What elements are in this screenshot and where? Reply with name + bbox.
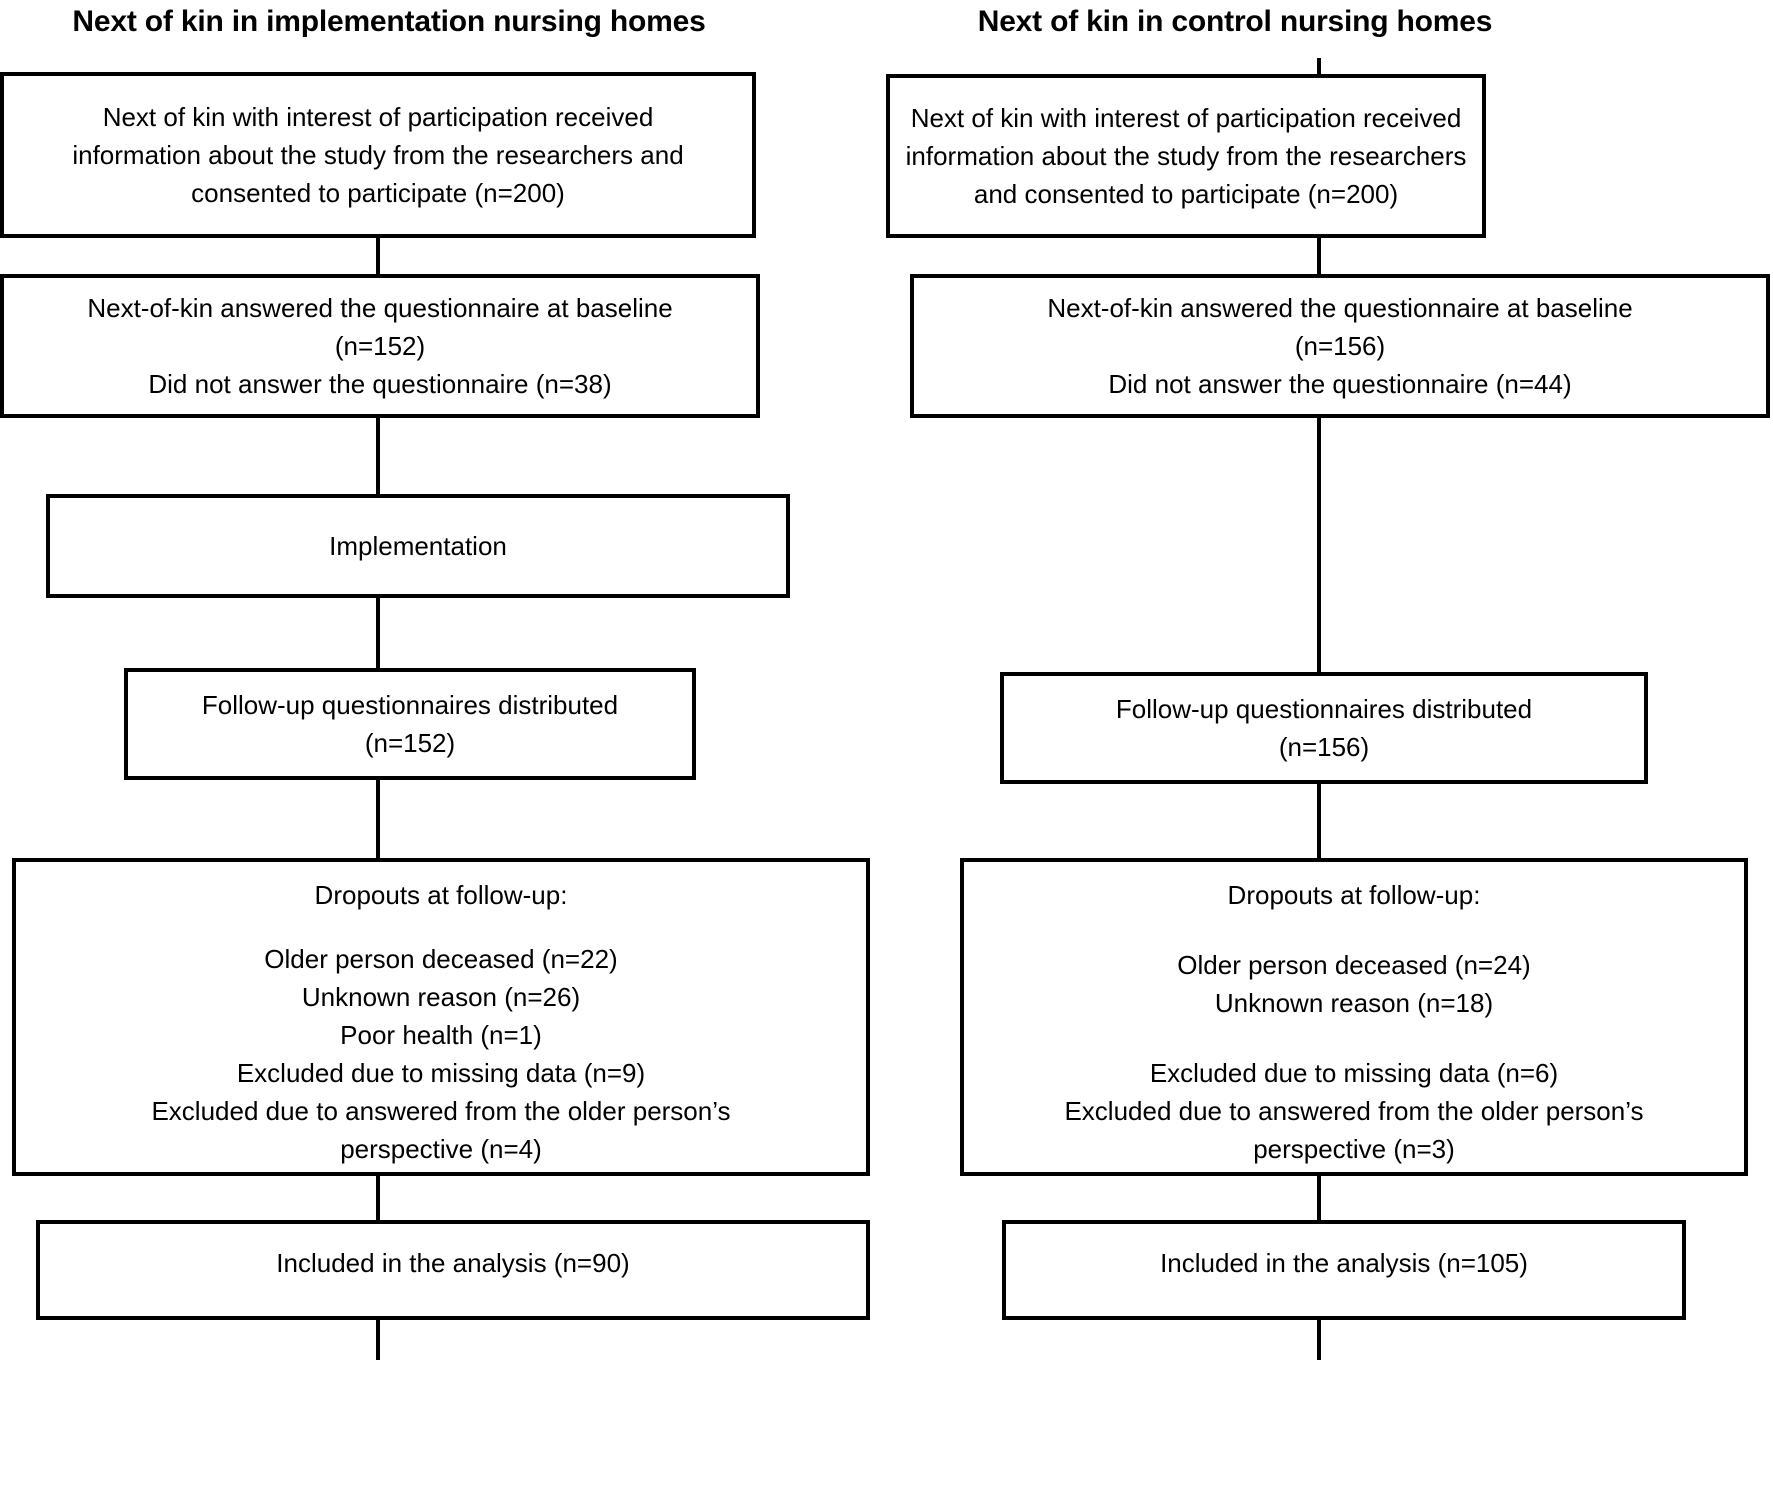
node-line: Excluded due to missing data (n=6) xyxy=(1149,1058,1559,1088)
node-line: Included in the analysis (n=90) xyxy=(276,1248,630,1278)
node-right-enrollment: Next of kin with interest of participati… xyxy=(886,74,1486,238)
node-line: Unknown reason (n=26) xyxy=(301,982,581,1012)
connector-right-4-5 xyxy=(1317,1176,1321,1220)
node-line: consented to participate (n=200) xyxy=(191,178,565,208)
node-line: Follow-up questionnaires distributed xyxy=(1115,694,1533,724)
connector-right-5-end xyxy=(1317,1320,1321,1360)
node-line: Excluded due to answered from the older … xyxy=(151,1096,731,1126)
node-line: Next-of-kin answered the questionnaire a… xyxy=(87,293,673,323)
node-left-enrollment: Next of kin with interest of participati… xyxy=(0,72,756,238)
connector-right-top xyxy=(1317,58,1321,78)
node-left-included: Included in the analysis (n=90) xyxy=(36,1220,870,1320)
node-line: Dropouts at follow-up: xyxy=(314,880,568,910)
node-line: (n=152) xyxy=(364,728,456,758)
column-title-implementation: Next of kin in implementation nursing ho… xyxy=(72,5,706,38)
connector-left-1-2 xyxy=(376,238,380,274)
node-right-baseline: Next-of-kin answered the questionnaire a… xyxy=(910,274,1770,418)
node-line: Excluded due to missing data (n=9) xyxy=(236,1058,646,1088)
node-line: (n=156) xyxy=(1294,331,1386,361)
node-line: Included in the analysis (n=105) xyxy=(1160,1248,1528,1278)
connector-right-2-3 xyxy=(1317,418,1321,672)
node-line: Next-of-kin answered the questionnaire a… xyxy=(1047,293,1633,323)
node-line: Implementation xyxy=(329,531,507,561)
node-line: (n=152) xyxy=(334,331,426,361)
connector-left-2-3 xyxy=(376,418,380,494)
node-line: Follow-up questionnaires distributed xyxy=(201,690,619,720)
connector-left-5-6 xyxy=(376,1176,380,1220)
node-line: Excluded due to answered from the older … xyxy=(1064,1096,1644,1126)
node-line: perspective (n=4) xyxy=(340,1134,542,1164)
node-line: Unknown reason (n=18) xyxy=(1214,988,1494,1018)
node-right-included: Included in the analysis (n=105) xyxy=(1002,1220,1686,1320)
node-line: Did not answer the questionnaire (n=44) xyxy=(1108,369,1572,399)
node-line: Dropouts at follow-up: xyxy=(1227,880,1481,910)
node-line: Next of kin with interest of participati… xyxy=(102,102,654,132)
node-left-followup-distributed: Follow-up questionnaires distributed (n=… xyxy=(124,668,696,780)
node-line: Older person deceased (n=22) xyxy=(264,944,618,974)
node-line: information about the study from the res… xyxy=(72,140,684,170)
node-line: and consented to participate (n=200) xyxy=(973,179,1399,209)
node-line: Next of kin with interest of participati… xyxy=(910,103,1462,133)
node-left-dropouts: Dropouts at follow-up: Older person dece… xyxy=(12,858,870,1176)
connector-left-6-end xyxy=(376,1320,380,1360)
connector-right-3-4 xyxy=(1317,784,1321,858)
node-line: (n=156) xyxy=(1278,732,1370,762)
node-right-followup-distributed: Follow-up questionnaires distributed (n=… xyxy=(1000,672,1648,784)
connector-right-1-2 xyxy=(1317,238,1321,274)
node-line: Poor health (n=1) xyxy=(340,1020,542,1050)
node-left-baseline: Next-of-kin answered the questionnaire a… xyxy=(0,274,760,418)
connector-left-3-4 xyxy=(376,598,380,668)
node-line: information about the study from the res… xyxy=(905,141,1467,171)
node-line: Older person deceased (n=24) xyxy=(1177,950,1531,980)
column-title-control: Next of kin in control nursing homes xyxy=(977,5,1493,38)
node-left-implementation-step: Implementation xyxy=(46,494,790,598)
connector-left-4-5 xyxy=(376,780,380,858)
node-line: perspective (n=3) xyxy=(1253,1134,1455,1164)
node-line: Did not answer the questionnaire (n=38) xyxy=(148,369,612,399)
node-right-dropouts: Dropouts at follow-up: Older person dece… xyxy=(960,858,1748,1176)
